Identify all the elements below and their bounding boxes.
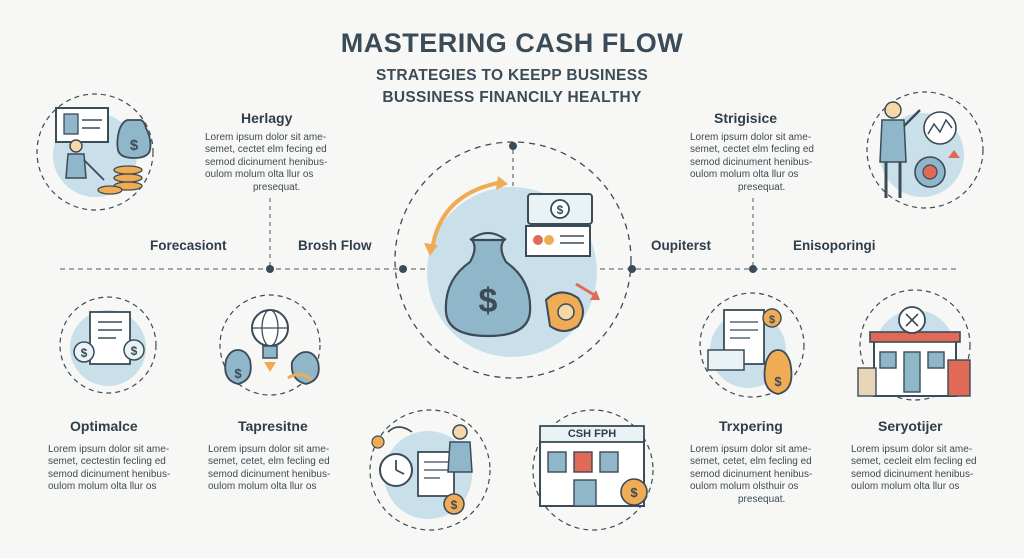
timeline-dot: [399, 265, 407, 273]
timeline-label-cash-flow: Brosh Flow: [298, 238, 372, 253]
timeline-dot: [628, 265, 636, 273]
text-line: semod dicinument henibus-: [48, 468, 171, 480]
svg-text:$: $: [81, 346, 88, 360]
text-line: semod dicinument henibus-: [690, 468, 813, 480]
money-bag-cycle-icon: $ $: [394, 141, 632, 379]
bottom-4-heading: Seryotijer: [878, 418, 943, 434]
document-coins-icon: $ $: [59, 296, 157, 394]
bottom-4-text: Lorem ipsum dolor sit ame- semet, ceclei…: [851, 444, 977, 494]
text-line: Lorem ipsum dolor sit ame-: [205, 132, 327, 143]
text-line: semet, cectet elm fecing ed: [205, 144, 327, 156]
timeline-dot: [749, 265, 757, 273]
text-line: semet, cetet, elm fecling ed: [208, 456, 330, 468]
text-line: semet, cectet elm fecling ed: [690, 144, 814, 156]
page-subtitle-line-1: STRATEGIES TO KEEPP BUSINESS: [376, 67, 648, 84]
svg-text:$: $: [774, 374, 782, 389]
text-line: oulom molum olta llur os: [205, 169, 314, 181]
top-left-text: Lorem ipsum dolor sit ame- semet, cectet…: [205, 132, 327, 194]
svg-text:$: $: [630, 485, 638, 500]
timeline-label-output: Oupiterst: [651, 238, 712, 253]
text-line: Lorem ipsum dolor sit ame-: [690, 132, 812, 143]
text-line: semod dicinument henibus-: [208, 468, 331, 480]
text-line: semet, cecleit elm fecling ed: [851, 456, 977, 468]
text-line: presequat.: [738, 181, 786, 193]
text-line: presequat.: [253, 181, 301, 193]
timeline-label-reporting: Enisoporingi: [793, 238, 876, 253]
svg-text:$: $: [769, 314, 775, 326]
timeline-dot: [266, 265, 274, 273]
text-line: oulom molum olta llur os: [690, 169, 799, 181]
svg-text:$: $: [479, 282, 498, 320]
invoice-money-icon: $ $: [699, 292, 805, 398]
text-line: Lorem ipsum dolor sit ame-: [851, 444, 973, 455]
store-sign: CSH FPH: [567, 428, 617, 440]
bottom-1-heading: Optimalce: [70, 418, 138, 434]
storefront-icon: $: [532, 409, 654, 531]
text-line: semod dicinument henibus-: [851, 468, 974, 480]
businessman-chart-icon: [866, 91, 984, 209]
bottom-3-heading: Trxpering: [719, 418, 783, 434]
svg-text:$: $: [451, 498, 458, 512]
presenter-money-icon: $: [36, 93, 154, 211]
text-line: semod dicinument henibus-: [205, 156, 328, 168]
bottom-3-text: Lorem ipsum dolor sit ame- semet, cetet,…: [690, 444, 812, 506]
text-line: Lorem ipsum dolor sit ame-: [48, 444, 170, 455]
svg-text:$: $: [234, 366, 242, 381]
text-line: oulom molum olsthuir os: [690, 481, 799, 493]
bank-building-icon: [857, 289, 971, 401]
text-line: oulom molum olta llur os: [48, 481, 157, 493]
bottom-2-text: Lorem ipsum dolor sit ame- semet, cetet,…: [208, 444, 330, 494]
bottom-1-text: Lorem ipsum dolor sit ame- semet, cectes…: [48, 444, 170, 494]
text-line: semet, cectestin fecling ed: [48, 456, 166, 468]
page-subtitle-line-2: BUSSINESS FINANCILY HEALTHY: [382, 89, 642, 106]
text-line: semet, cetet, elm fecling ed: [690, 456, 812, 468]
svg-text:$: $: [131, 344, 138, 358]
lightbulb-money-icon: $: [219, 294, 321, 396]
text-line: Lorem ipsum dolor sit ame-: [208, 444, 330, 455]
text-line: Lorem ipsum dolor sit ame-: [690, 444, 812, 455]
clock-invoice-icon: $: [369, 409, 491, 531]
top-left-heading: Herlagy: [241, 110, 293, 126]
bottom-2-heading: Tapresitne: [238, 418, 308, 434]
text-line: semod dicinument henibus-: [690, 156, 813, 168]
text-line: presequat.: [738, 493, 786, 505]
timeline-label-forecast: Forecasiont: [150, 238, 227, 253]
text-line: oulom molum olta llur os: [208, 481, 317, 493]
page-title: MASTERING CASH FLOW: [340, 28, 684, 58]
svg-text:$: $: [130, 137, 139, 154]
top-right-text: Lorem ipsum dolor sit ame- semet, cectet…: [690, 132, 814, 194]
svg-text:$: $: [557, 203, 564, 217]
top-right-heading: Strigisice: [714, 110, 778, 126]
text-line: oulom molum olta llur os: [851, 481, 960, 493]
